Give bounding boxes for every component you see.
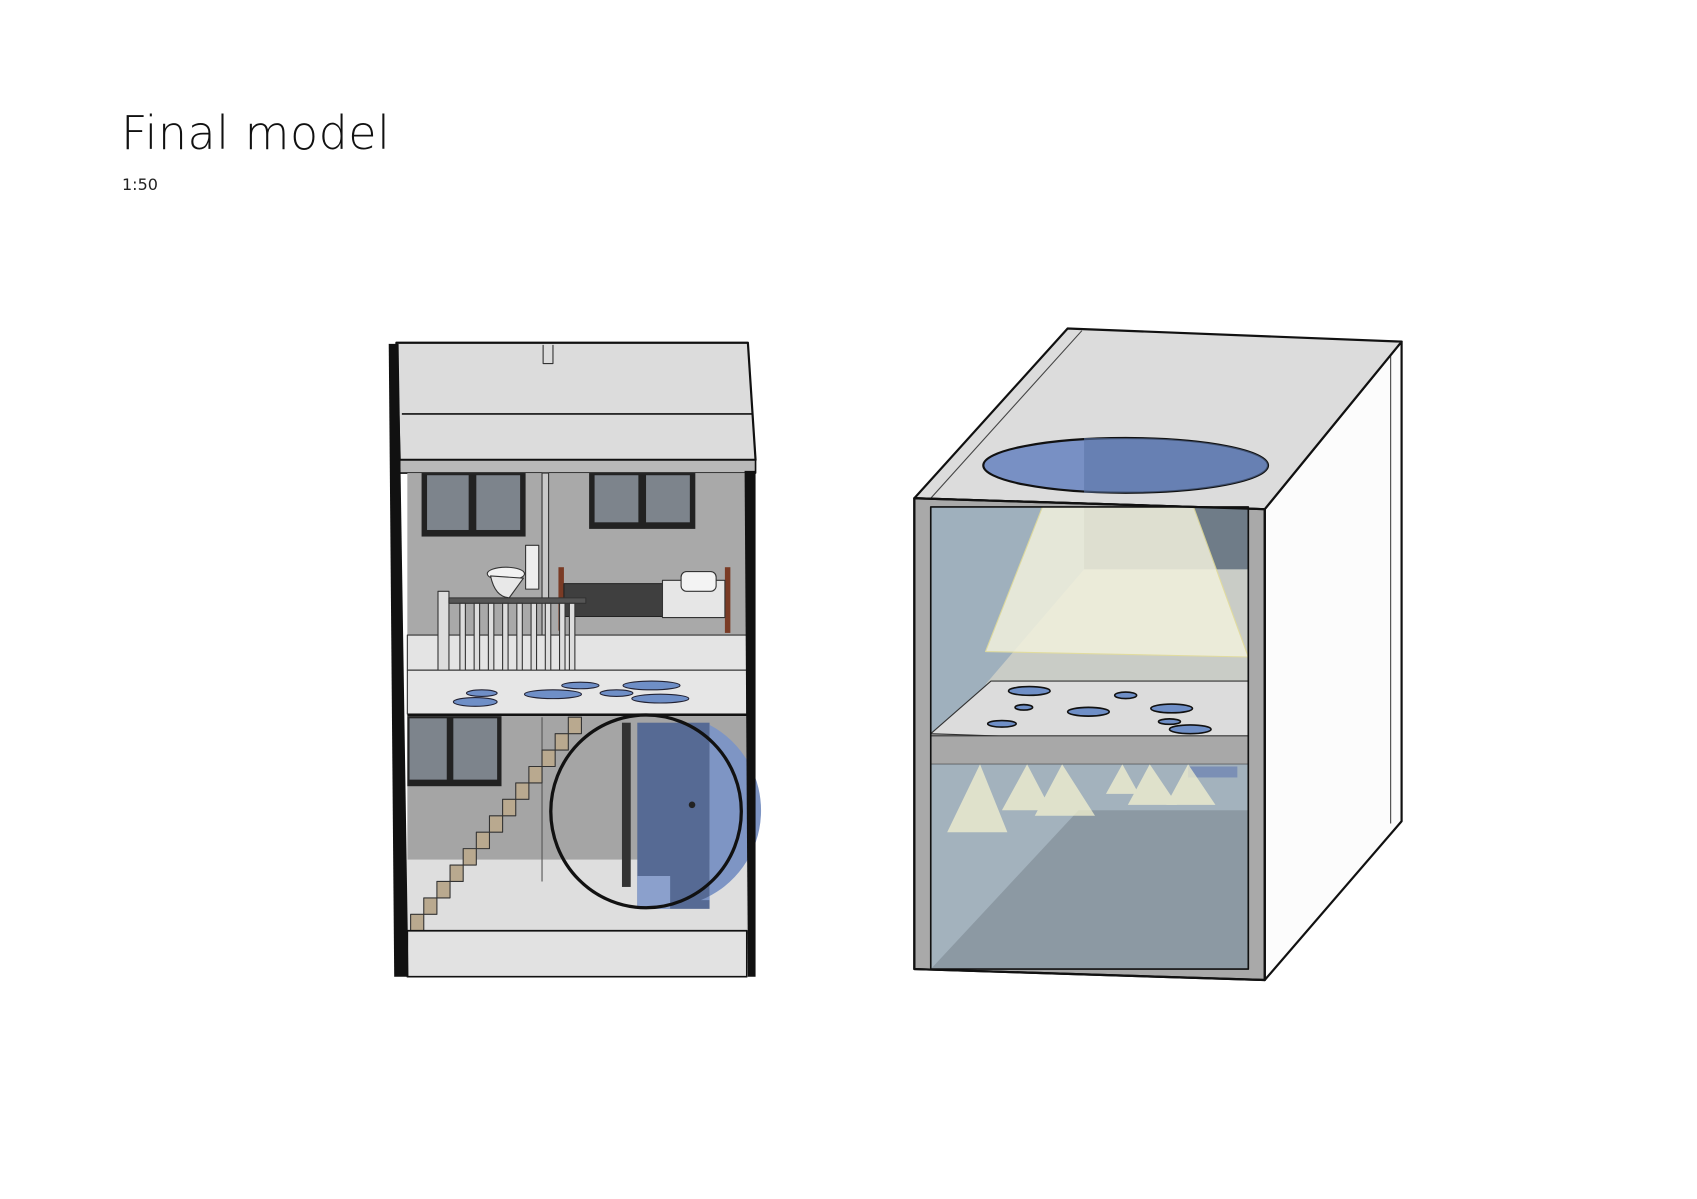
scale-label: 1:50 [122,175,158,194]
floor-openings [452,680,690,707]
light-cones [947,764,1216,833]
skylight-opening [982,436,1270,494]
window-upper-left [421,473,526,537]
slab-openings [986,685,1212,735]
round-opening-with-door [549,713,762,910]
window-upper-right [589,473,696,529]
staircase [410,716,582,932]
house-section-model [388,341,762,978]
page-title: Final model [121,106,391,160]
abstract-box-model [913,327,1403,982]
window-lower-left [407,716,502,787]
